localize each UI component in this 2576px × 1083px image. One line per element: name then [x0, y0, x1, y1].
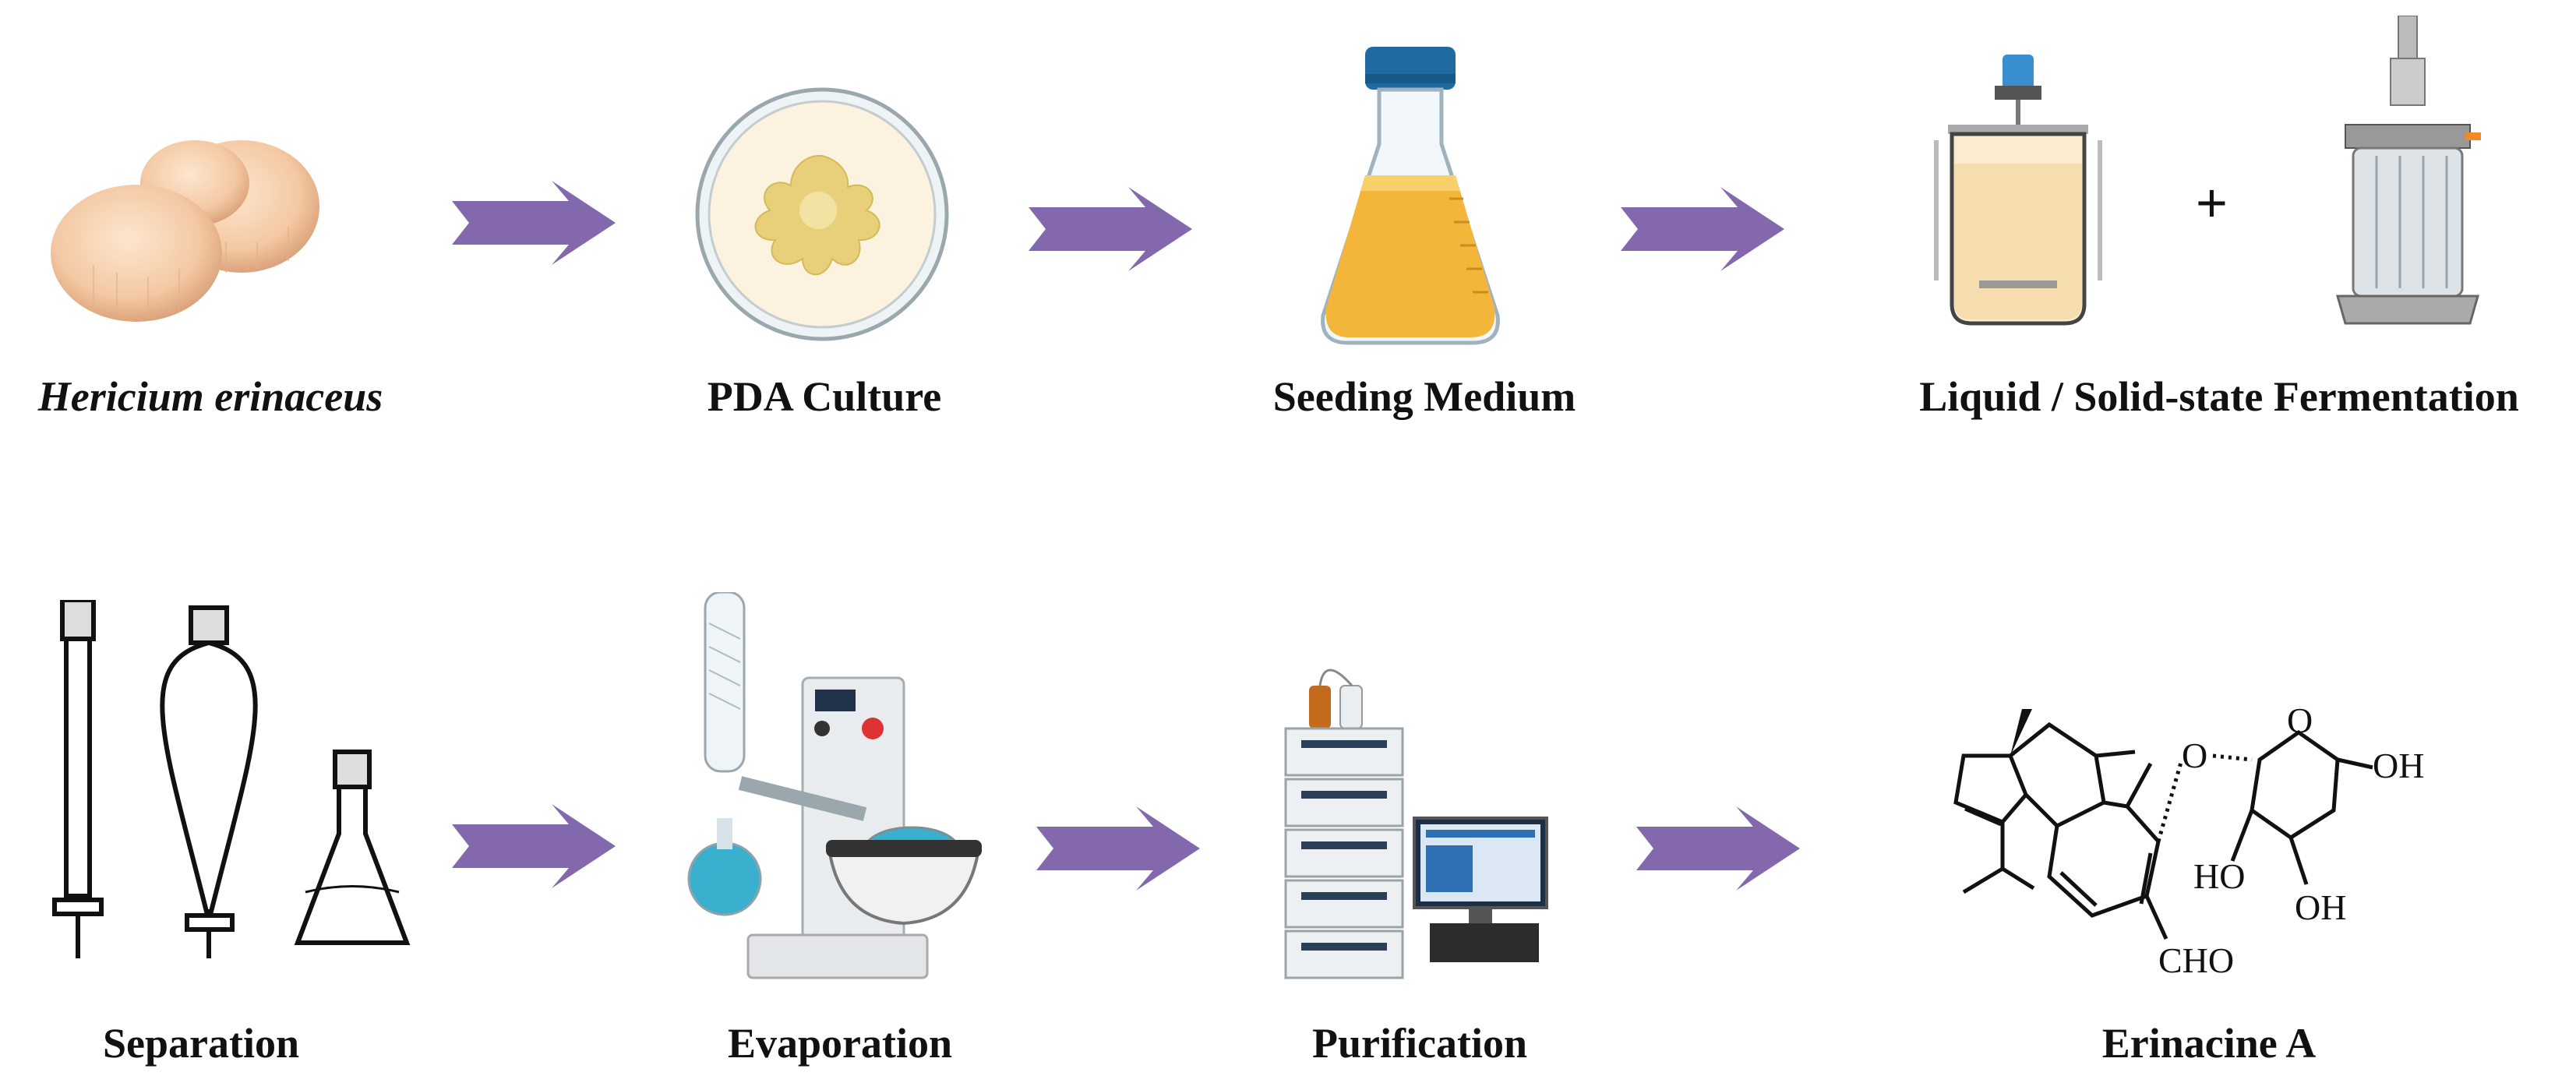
step-label-hericium: Hericium erinaceus: [37, 373, 383, 420]
separation-illustration: [31, 600, 436, 966]
hydroxyl-label-1: OH: [2373, 746, 2424, 785]
aldehyde-label: CHO: [2158, 940, 2234, 980]
petri-dish-illustration: [693, 86, 951, 343]
structure-illustration: O O OH HO OH CHO: [1932, 678, 2525, 990]
erlenmeyer-flask-icon: [1321, 47, 1500, 345]
chemical-structure-icon: O O OH HO OH CHO: [1953, 700, 2424, 980]
mushroom-illustration: [47, 132, 327, 327]
oxygen-label-2: O: [2287, 700, 2313, 740]
step-label-erinacine-a: Erinacine A: [2101, 1020, 2317, 1067]
flow-arrow-4: [452, 804, 616, 888]
step-label-pda-culture: PDA Culture: [707, 373, 942, 420]
step-label-fermentation: Liquid / Solid-state Fermentation: [1919, 373, 2519, 420]
flow-arrow-2: [1029, 187, 1192, 271]
flow-arrow-1: [452, 181, 616, 265]
flow-arrow-3: [1621, 187, 1784, 271]
plus-sign: +: [2196, 172, 2228, 233]
solid-fermenter-illustration: [2322, 16, 2493, 327]
step-label-separation: Separation: [102, 1020, 300, 1067]
rotary-evaporator-icon: [687, 592, 982, 979]
step-label-purification: Purification: [1312, 1020, 1527, 1067]
step-label-evaporation: Evaporation: [727, 1020, 953, 1067]
bioreactor-icon: [1934, 55, 2102, 326]
oxygen-label-1: O: [2182, 736, 2207, 775]
step-label-seeding-medium: Seeding Medium: [1272, 373, 1576, 420]
flow-arrow-5: [1036, 806, 1200, 891]
evaporator-illustration: [631, 592, 982, 982]
petri-dish-icon: [695, 87, 949, 341]
mushroom-icon: [51, 140, 319, 322]
separation-glassware-icon: [52, 600, 411, 958]
hydroxyl-label-3: OH: [2295, 887, 2346, 927]
flow-arrow-6: [1636, 806, 1800, 891]
hydroxyl-label-2: HO: [2193, 856, 2245, 896]
seeding-flask-illustration: [1317, 43, 1504, 347]
hplc-system-icon: [1284, 668, 1548, 979]
hplc-illustration: [1278, 654, 1558, 982]
liquid-fermenter-illustration: [1932, 47, 2104, 335]
solid-state-fermenter-icon: [2336, 16, 2481, 325]
